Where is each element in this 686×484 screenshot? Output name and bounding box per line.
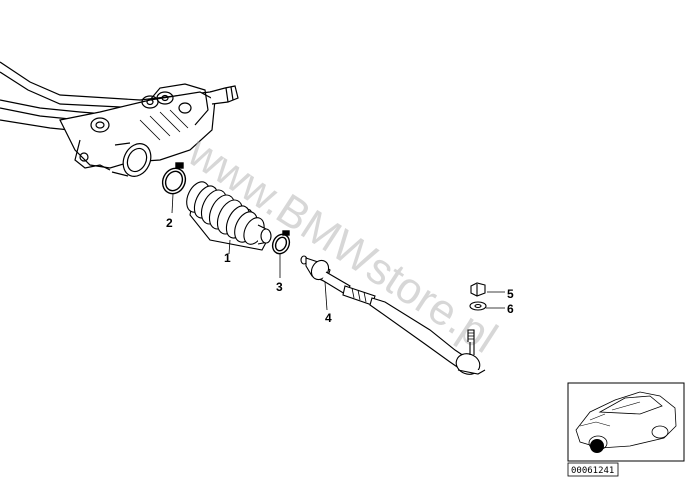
part-1-bellows	[186, 181, 272, 251]
steering-gear-housing	[0, 61, 239, 177]
part-5-nut	[470, 282, 486, 297]
car-outline-icon	[575, 391, 677, 451]
part-2-clamp	[161, 162, 187, 195]
callout-5: 5	[507, 287, 514, 301]
reference-code: 00061241	[571, 466, 614, 476]
location-marker-icon	[590, 439, 604, 453]
part-4-tie-rod	[300, 255, 486, 375]
callout-4: 4	[325, 311, 332, 325]
leader-lines	[171, 193, 505, 311]
callout-1: 1	[224, 251, 231, 265]
callout-2: 2	[166, 216, 173, 230]
callout-3: 3	[276, 280, 283, 294]
part-3-clamp	[271, 230, 291, 255]
vehicle-locator-thumbnail: 00061241	[567, 382, 685, 477]
callout-6: 6	[507, 302, 514, 316]
part-6-washer	[469, 301, 487, 311]
watermark: www.BMWstore.pl	[179, 127, 506, 363]
